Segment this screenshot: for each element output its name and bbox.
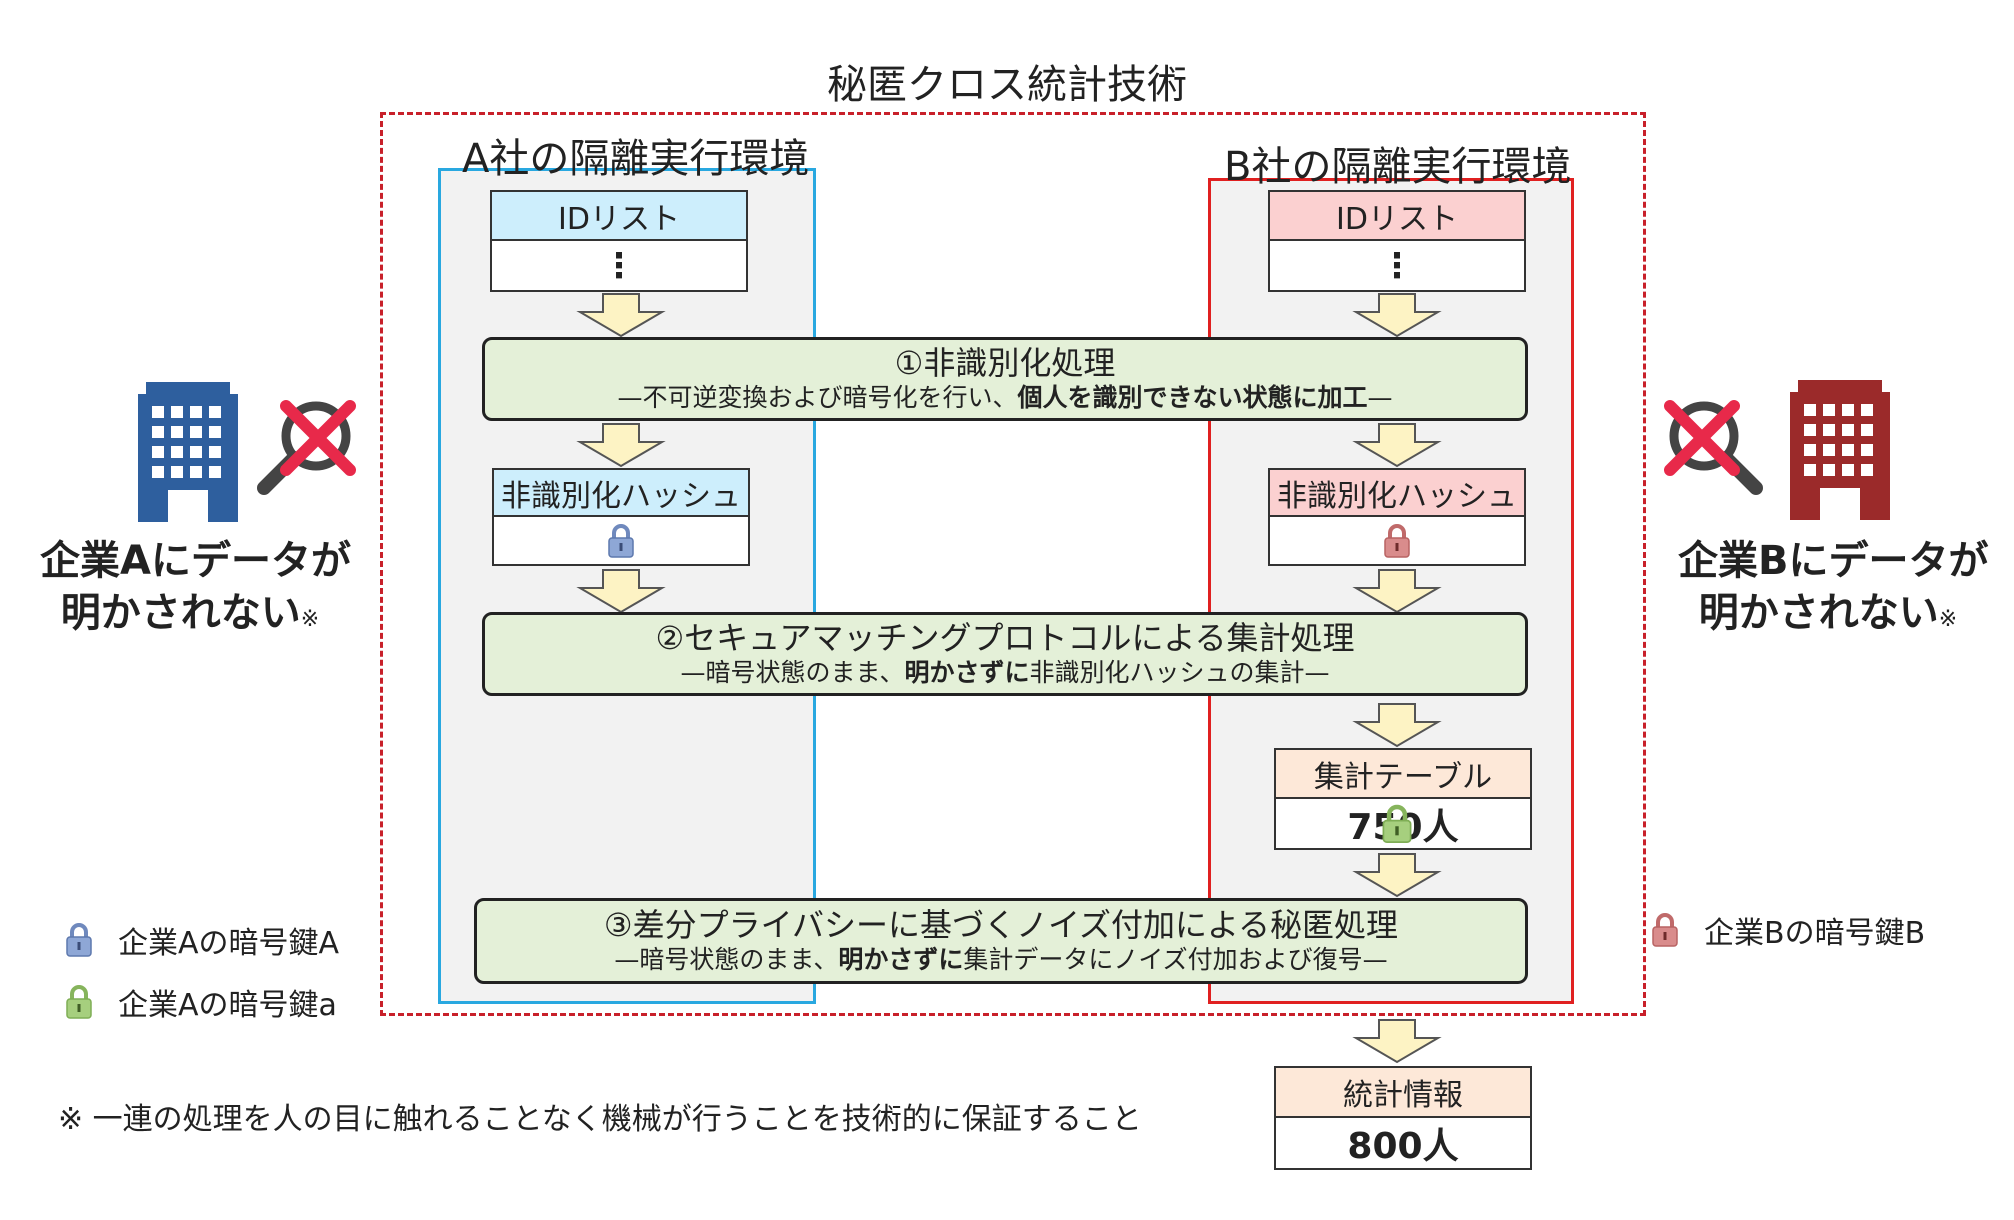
env-b-id-list: IDリスト ⋮ xyxy=(1268,190,1526,292)
lock-icon xyxy=(66,923,92,957)
company-a-mark: ※ xyxy=(300,607,320,632)
footnote: ※ 一連の処理を人の目に触れることなく機械が行うことを技術的に保証すること xyxy=(58,1102,1142,1137)
down-arrow-icon xyxy=(1352,569,1442,614)
env-b-id-list-header: IDリスト xyxy=(1270,192,1524,241)
process-1-box: ①非識別化処理 —不可逆変換および暗号化を行い、個人を識別できない状態に加工— xyxy=(482,337,1528,421)
legend-key-b: 企業Bの暗号鍵B xyxy=(1650,908,1925,952)
process-3-box: ③差分プライバシーに基づくノイズ付加による秘匿処理 —暗号状態のまま、明かさずに… xyxy=(474,898,1528,984)
company-b-mark: ※ xyxy=(1938,607,1958,632)
down-arrow-icon xyxy=(1352,423,1442,468)
legend-key-a-upper: 企業Aの暗号鍵A xyxy=(64,918,339,962)
lock-icon xyxy=(1384,523,1410,558)
legend-key-a-lower: 企業Aの暗号鍵a xyxy=(64,980,337,1024)
building-b-icon xyxy=(1790,380,1890,520)
company-a-note: 企業Aにデータが 明かされない※ xyxy=(40,535,351,646)
building-a-icon xyxy=(138,382,238,522)
down-arrow-icon xyxy=(576,293,666,338)
lock-icon xyxy=(66,985,92,1019)
magnifier-crossed-icon xyxy=(257,400,356,495)
down-arrow-icon xyxy=(576,423,666,468)
aggregate-table: 集計テーブル 750人 xyxy=(1274,748,1532,850)
secure-cross-stats-frame xyxy=(380,112,1646,1016)
diagram-title: 秘匿クロス統計技術 xyxy=(827,62,1187,108)
env-a-id-list-header: IDリスト xyxy=(492,192,746,241)
process-3-description: —暗号状態のまま、明かさずに集計データにノイズ付加および復号— xyxy=(614,945,1388,974)
company-b-line2: 明かされない xyxy=(1698,590,1939,636)
company-a-line2: 明かされない xyxy=(60,590,301,636)
env-b-hash-header: 非識別化ハッシュ xyxy=(1270,470,1524,517)
legend-key-a-lower-label: 企業Aの暗号鍵a xyxy=(118,988,337,1023)
process-1-title: ①非識別化処理 xyxy=(894,344,1116,382)
process-3-title: ③差分プライバシーに基づくノイズ付加による秘匿処理 xyxy=(603,906,1399,944)
legend-key-b-label: 企業Bの暗号鍵B xyxy=(1704,916,1926,951)
company-b-note: 企業Bにデータが 明かされない※ xyxy=(1678,535,1989,646)
magnifier-crossed-icon xyxy=(1664,400,1763,495)
process-2-description: —暗号状態のまま、明かさずに非識別化ハッシュの集計— xyxy=(680,658,1330,687)
down-arrow-icon xyxy=(1352,703,1442,748)
env-b-id-list-ellipsis: ⋮ xyxy=(1380,245,1414,286)
env-a-hash-table: 非識別化ハッシュ xyxy=(492,468,750,566)
statistics-table-value: 800人 xyxy=(1347,1126,1459,1167)
lock-icon xyxy=(608,523,634,558)
lock-icon xyxy=(1652,913,1678,947)
down-arrow-icon xyxy=(1352,293,1442,338)
company-a-line1: 企業Aにデータが xyxy=(40,538,351,584)
env-a-id-list: IDリスト ⋮ xyxy=(490,190,748,292)
company-b-line1: 企業Bにデータが xyxy=(1678,538,1989,584)
aggregate-table-header: 集計テーブル xyxy=(1276,750,1530,799)
env-b-hash-table: 非識別化ハッシュ xyxy=(1268,468,1526,566)
down-arrow-icon xyxy=(1352,853,1442,898)
process-1-description: —不可逆変換および暗号化を行い、個人を識別できない状態に加工— xyxy=(617,383,1393,412)
env-a-id-list-ellipsis: ⋮ xyxy=(602,245,636,286)
env-b-label: B社の隔離実行環境 xyxy=(1224,144,1572,190)
down-arrow-icon xyxy=(576,569,666,614)
statistics-table-header: 統計情報 xyxy=(1276,1068,1530,1118)
env-a-hash-header: 非識別化ハッシュ xyxy=(494,470,748,517)
process-2-title: ②セキュアマッチングプロトコルによる集計処理 xyxy=(655,619,1355,657)
lock-icon xyxy=(1382,804,1412,843)
env-a-label: A社の隔離実行環境 xyxy=(462,136,810,182)
statistics-table: 統計情報 800人 xyxy=(1274,1066,1532,1170)
legend-key-a-upper-label: 企業Aの暗号鍵A xyxy=(118,926,340,961)
process-2-box: ②セキュアマッチングプロトコルによる集計処理 —暗号状態のまま、明かさずに非識別… xyxy=(482,612,1528,696)
down-arrow-icon xyxy=(1352,1019,1442,1064)
